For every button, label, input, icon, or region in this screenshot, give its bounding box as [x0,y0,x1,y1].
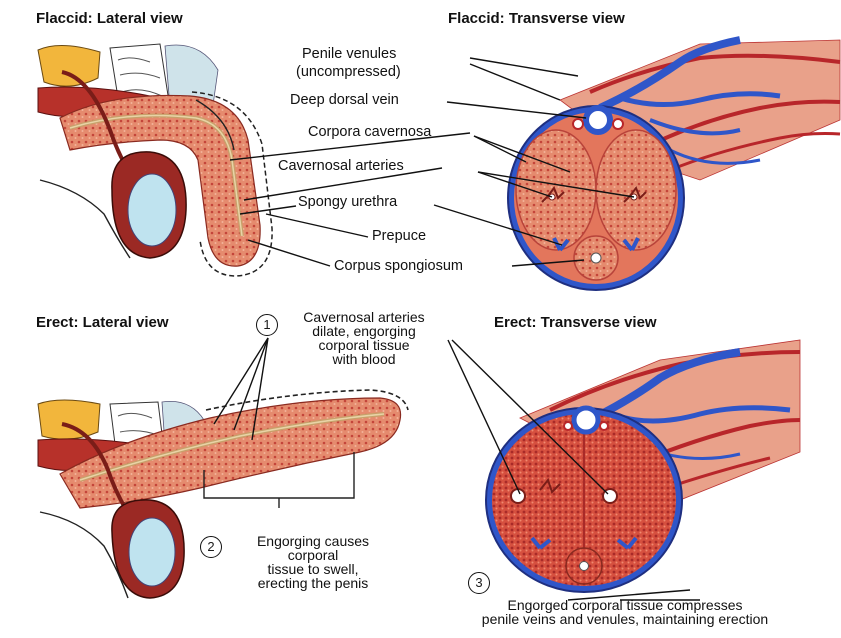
step-3-line-1: Engorged corporal tissue compresses [507,597,743,613]
label-corpora-cavernosa: Corpora cavernosa [308,124,432,140]
step-2-line-1: Engorging causes [256,533,370,549]
step-3-badge: 3 [468,572,490,594]
step-3-text: Engorged corporal tissue compresses peni… [420,598,830,626]
label-cavernosal-arteries: Cavernosal arteries [278,158,404,174]
heading-flaccid-transverse: Flaccid: Transverse view [448,10,625,27]
heading-erect-transverse: Erect: Transverse view [494,314,657,331]
heading-erect-lateral: Erect: Lateral view [36,314,169,331]
label-deep-dorsal-vein: Deep dorsal vein [290,92,399,108]
label-penile-venules: Penile venules [302,46,397,62]
step-1-line-3: corporal tissue [318,337,410,353]
step-2-line-2: corporal [287,547,339,563]
step-1-badge: 1 [256,314,278,336]
step-1-line-1: Cavernosal arteries [303,309,425,325]
step-1-line-2: dilate, engorging [312,323,416,339]
leader-lines [213,57,700,601]
step-1-line-4: with blood [332,351,396,367]
erect-transverse-illustration [485,339,801,593]
step-2-badge: 2 [200,536,222,558]
step-2-line-3: tissue to swell, [267,561,359,577]
erect-lateral-illustration [37,389,409,599]
step-3-line-2: penile veins and venules, maintaining er… [481,611,769,627]
heading-flaccid-lateral: Flaccid: Lateral view [36,10,183,27]
label-corpus-spongiosum: Corpus spongiosum [334,258,463,274]
flaccid-lateral-illustration [37,43,273,277]
step-2-line-4: erecting the penis [257,575,369,591]
step-1-text: Cavernosal arteries dilate, engorging co… [284,310,444,366]
step-2-text: Engorging causes corporal tissue to swel… [228,534,398,590]
label-prepuce: Prepuce [372,228,427,244]
label-uncompressed: (uncompressed) [296,64,401,80]
label-spongy-urethra: Spongy urethra [298,194,398,210]
flaccid-transverse-illustration [507,36,841,291]
